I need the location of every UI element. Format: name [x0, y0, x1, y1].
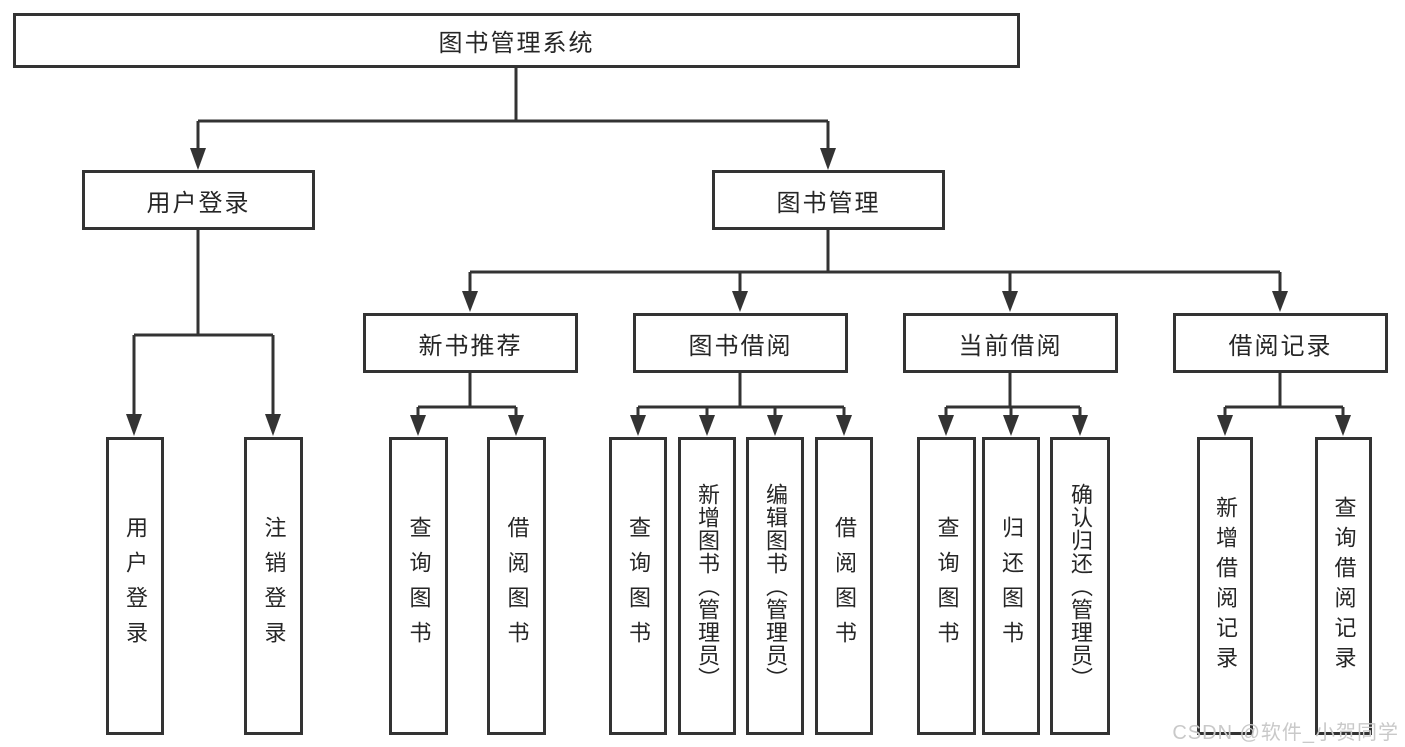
connector-login-to-leaves — [126, 230, 281, 436]
node-book-borrow: 图书借阅 — [633, 313, 848, 373]
leaf-query-borrow-record: 查询借阅记录 — [1315, 437, 1372, 735]
connector-recommend-to-leaves — [410, 373, 524, 436]
leaf-current-query-book: 查询图书 — [917, 437, 976, 735]
leaf-return-book: 归还图书 — [982, 437, 1040, 735]
leaf-recommend-borrow-book: 借阅图书 — [487, 437, 546, 735]
leaf-borrow-query-book: 查询图书 — [609, 437, 667, 735]
node-library-system: 图书管理系统 — [13, 13, 1020, 68]
leaf-borrow-borrow-book: 借阅图书 — [815, 437, 873, 735]
leaf-logout: 注销登录 — [244, 437, 303, 735]
leaf-user-login: 用户登录 — [106, 437, 164, 735]
node-user-login: 用户登录 — [82, 170, 315, 230]
leaf-add-book-admin: 新增图书（管理员） — [678, 437, 736, 735]
connector-current-to-leaves — [938, 373, 1088, 436]
connector-mgmt-to-level3 — [462, 230, 1288, 312]
watermark: CSDN @软件_小贺同学 — [1172, 722, 1399, 744]
node-current-borrow: 当前借阅 — [903, 313, 1118, 373]
connector-borrow-to-leaves — [630, 373, 852, 436]
node-new-book-recommend: 新书推荐 — [363, 313, 578, 373]
leaf-confirm-return-admin: 确认归还（管理员） — [1050, 437, 1110, 735]
leaf-recommend-query-book: 查询图书 — [389, 437, 448, 735]
leaf-add-borrow-record: 新增借阅记录 — [1197, 437, 1253, 735]
node-borrow-records: 借阅记录 — [1173, 313, 1388, 373]
connector-records-to-leaves — [1217, 373, 1351, 436]
connector-root-to-level2 — [190, 68, 836, 170]
node-book-management: 图书管理 — [712, 170, 945, 230]
leaf-edit-book-admin: 编辑图书（管理员） — [746, 437, 804, 735]
